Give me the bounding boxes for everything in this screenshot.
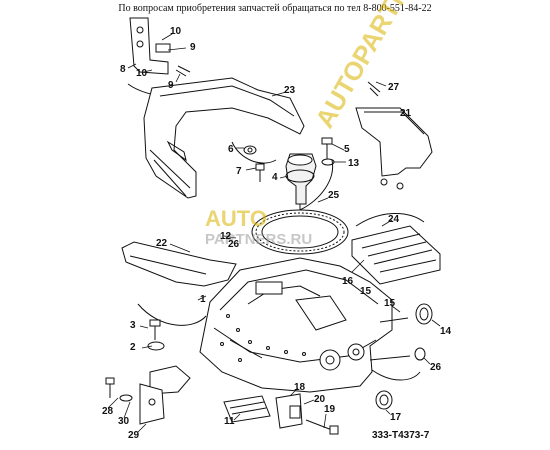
- section-arcs: [137, 141, 425, 381]
- callout-label: 12: [220, 231, 232, 242]
- leader-lines: [107, 33, 441, 433]
- callout-label: 15: [384, 298, 396, 309]
- side-grate: [351, 225, 441, 285]
- lower-left-parts: [105, 319, 191, 425]
- callout-label: 13: [348, 158, 360, 169]
- callout-label: 20: [314, 394, 326, 405]
- diagram-artwork: [105, 17, 441, 435]
- callout-label: 9: [190, 42, 196, 53]
- callout-label: 14: [440, 326, 452, 337]
- callout-label: 10: [170, 26, 182, 37]
- callout-label: 5: [344, 144, 350, 155]
- callout-label: 26: [228, 239, 240, 250]
- front-tray: [143, 77, 305, 199]
- callout-label: 24: [388, 214, 400, 225]
- callout-label: 21: [400, 108, 412, 119]
- callout-label: 10: [136, 68, 148, 79]
- callout-label: 22: [156, 238, 168, 249]
- callout-label: 17: [390, 412, 402, 423]
- watermark-line1: AUTO: [205, 206, 267, 231]
- callout-label: 28: [102, 406, 114, 417]
- callout-label: 6: [228, 144, 234, 155]
- callout-label: 4: [272, 172, 278, 183]
- callout-label: 16: [342, 276, 354, 287]
- rubber-pad: [121, 241, 237, 287]
- callout-label: 27: [388, 82, 400, 93]
- bottom-plates: [223, 393, 339, 435]
- callout-label: 15: [360, 286, 372, 297]
- callout-label: 9: [168, 80, 174, 91]
- page-header: По вопросам приобретения запчастей обращ…: [118, 3, 432, 14]
- main-frame: [199, 257, 393, 393]
- swivel-joint: [285, 153, 317, 222]
- callout-label: 8: [120, 64, 126, 75]
- figure-code: 333-T4373-7: [372, 430, 430, 441]
- pins-washers: [369, 303, 433, 410]
- callout-label: 1: [200, 294, 206, 305]
- callout-label: 19: [324, 404, 336, 415]
- callout-label: 7: [236, 166, 242, 177]
- callout-label: 11: [224, 416, 235, 427]
- small-bolts: [243, 137, 335, 182]
- right-bracket: [355, 81, 433, 190]
- callout-label: 18: [294, 382, 306, 393]
- callout-label: 26: [430, 362, 442, 373]
- callout-label: 3: [130, 320, 136, 331]
- callout-labels: 10 9 8 10 9 27 23 5 21 6 13 7 4 25 24 12…: [102, 26, 452, 441]
- callout-label: 30: [118, 416, 130, 427]
- callout-label: 29: [128, 430, 140, 441]
- callout-label: 25: [328, 190, 340, 201]
- callout-label: 2: [130, 342, 136, 353]
- callout-label: 23: [284, 85, 296, 96]
- watermark-line2: PARTNERS.RU: [205, 231, 312, 248]
